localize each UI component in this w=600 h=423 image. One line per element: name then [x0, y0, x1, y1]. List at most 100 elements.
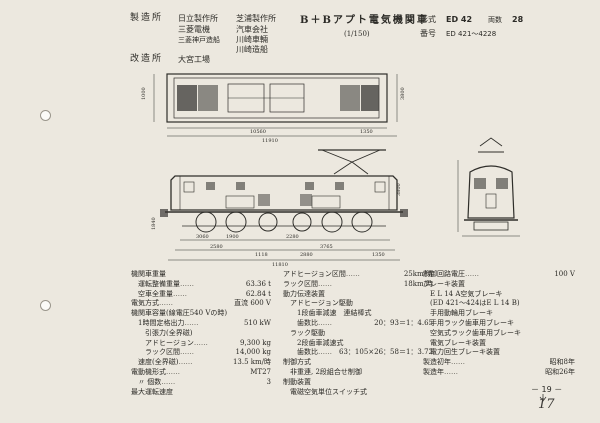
count-label: 両数: [488, 16, 502, 24]
spec-row: 運転整備重量……63.36 t: [131, 280, 271, 290]
type-value: ED 42: [446, 15, 473, 24]
spec-row: 電気ブレーキ装置: [423, 339, 575, 349]
spec-row: 〃 個数……3: [131, 378, 271, 388]
dim-side-f: 1118: [255, 252, 268, 258]
dim-top-length: 10560: [250, 129, 266, 135]
spec-value: 25km/時: [403, 270, 433, 278]
spec-label: 最大運転速度: [131, 387, 173, 396]
spec-label: 2段歯車減速式: [283, 338, 344, 347]
spec-row: 手用動輪用ブレーキ: [423, 309, 575, 319]
spec-leader: ……: [444, 367, 458, 376]
spec-leader: ……: [318, 348, 332, 357]
spec-leader: ……: [193, 338, 208, 347]
spec-row: 空車全重量…… 62.84 t: [131, 290, 271, 300]
spec-row: E L 14 A空気ブレーキ: [423, 290, 575, 300]
spec-value: 9,300 kg: [240, 338, 271, 347]
spec-label: 1段歯車減速 連結棒式: [283, 309, 372, 318]
dim-top-total: 11910: [262, 138, 278, 144]
spec-row: 非重連, 2段組合せ制御: [283, 368, 433, 378]
spec-row: 1段歯車減速 連結棒式: [283, 309, 433, 319]
spec-label: 歯数比: [283, 318, 318, 327]
maker-line1: 日立製作所: [178, 14, 218, 23]
dim-side-low: 1840: [151, 217, 157, 230]
spec-label: 制動装置: [283, 377, 311, 386]
dim-side-total: 11810: [272, 262, 288, 268]
spec-label: 電力回生ブレーキ装置: [423, 348, 500, 357]
spec-label: 製造年: [423, 367, 444, 376]
spec-row: ラック駆動: [283, 329, 433, 339]
spec-leader: ……: [318, 318, 332, 327]
spec-leader: ……: [159, 299, 173, 308]
spec-row: 1時間定格出力…… 510 kW: [131, 319, 271, 329]
spec-label: 引張力(全界磁): [131, 328, 193, 337]
type-label: 形式: [420, 15, 436, 24]
spec-row: 引張力(全界磁): [131, 329, 271, 339]
page-number: － 19 －: [531, 385, 563, 394]
punch-hole-top: [40, 110, 51, 121]
spec-value: 13.5 km/時: [232, 358, 271, 367]
spec-label: 製造初年: [423, 358, 451, 367]
spec-row: 制動装置: [283, 378, 433, 388]
spec-leader: ……: [318, 279, 332, 288]
spec-row: (ED 421～424はE L 14 B): [423, 299, 575, 309]
spec-label: 手用動輪用ブレーキ: [423, 309, 493, 318]
count-value: 28: [512, 15, 524, 24]
spec-leader: ……: [178, 358, 193, 367]
spec-row: 電気方式……直流 600 V: [131, 299, 271, 309]
spec-leader: ……: [451, 358, 465, 367]
spec-label: 機関車重量: [131, 270, 166, 278]
dim-top-width-left: 1000: [141, 87, 147, 100]
spec-label: 電磁空気単位スイッチ式: [283, 387, 367, 396]
number-value: ED 421～4228: [446, 30, 497, 38]
spec-row: 機関車重量: [131, 270, 271, 280]
maker-left3: 三菱神戸造船: [178, 36, 220, 44]
spec-leader: ……: [180, 279, 194, 288]
spec-row: 製造年……昭和26年: [423, 368, 575, 378]
dim-side-d: 2580: [210, 244, 223, 250]
spec-label: ラック区間: [283, 279, 318, 288]
spec-leader: ……: [166, 367, 180, 376]
spec-leader: ……: [345, 270, 360, 278]
spec-label: 機関車容量(線電圧540 Vの時): [131, 309, 228, 318]
spec-label: 空気式ラック歯車用ブレーキ: [423, 328, 521, 337]
spec-value: 510 kW: [243, 318, 271, 327]
maker-right3: 川崎車輛: [236, 35, 268, 44]
maker-right2: 汽車会社: [236, 25, 268, 34]
spec-label: 空車全重量: [131, 289, 173, 298]
spec-value: 3: [266, 377, 271, 386]
spec-label: 動力伝達装置: [283, 289, 325, 298]
specs-middle-column: アドヒージョン区間……25km/時ラック区間……18km/時動力伝達装置 アドヒ…: [283, 270, 433, 397]
spec-leader: ……: [180, 348, 194, 357]
dim-top-overhang: 1350: [360, 129, 373, 135]
page-title: B＋Bアプト電気機関車: [300, 15, 429, 26]
spec-value: 62.84 t: [245, 289, 271, 298]
spec-label: アドヒージョン駆動: [283, 299, 353, 308]
spec-label: 電気方式: [131, 299, 159, 308]
spec-label: 電動機形式: [131, 367, 166, 376]
spec-label: アドヒージョン: [131, 338, 194, 347]
handwritten-page-mark: 17: [538, 397, 555, 412]
spec-row: 製造初年…… 昭和8年: [423, 358, 575, 368]
spec-row: アドヒージョン駆動: [283, 299, 433, 309]
spec-label: 1時間定格出力: [131, 318, 185, 327]
spec-leader: ……: [184, 318, 199, 327]
spec-row: 空気式ラック歯車用ブレーキ: [423, 329, 575, 339]
spec-row: 歯数比……20：93＝1：4.65: [283, 319, 433, 329]
spec-value: 18km/時: [403, 279, 433, 288]
spec-leader: ……: [173, 289, 187, 298]
maker-label: 製造所: [130, 13, 164, 23]
spec-row: 2段歯車減速式: [283, 339, 433, 349]
spec-label: ラック駆動: [283, 328, 325, 337]
side-view: 3060 1900 2280 2580 3765 3800 1840 1118 …: [151, 149, 408, 268]
dim-top-width-right: 3800: [400, 87, 406, 100]
spec-row: 最大運転速度: [131, 388, 271, 398]
spec-label: 制御回路電圧: [423, 270, 465, 278]
spec-row: 動力伝達装置: [283, 290, 433, 300]
dim-side-overhang: 1350: [372, 252, 385, 258]
spec-value: 昭和8年: [549, 358, 575, 367]
spec-row: 制御方式: [283, 358, 433, 368]
spec-value: 100 V: [554, 270, 575, 278]
